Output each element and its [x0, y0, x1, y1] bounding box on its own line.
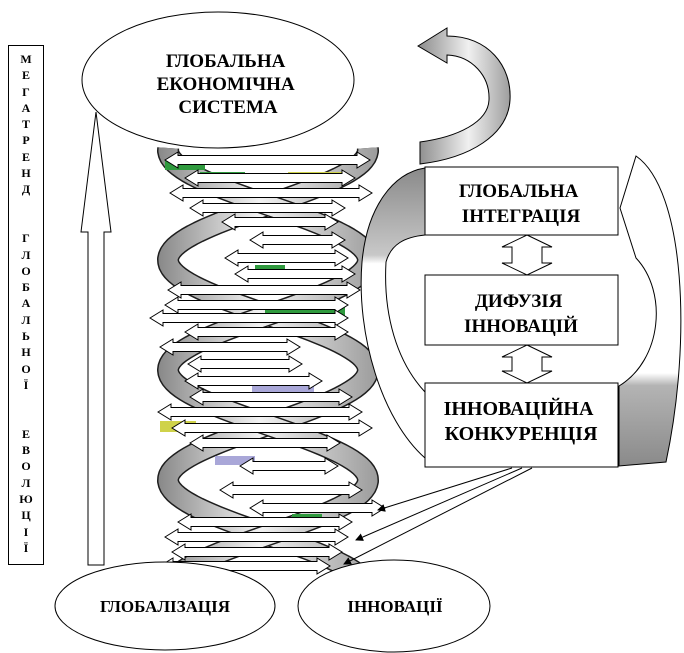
helix-double-arrow — [184, 169, 356, 187]
helix-double-arrow — [149, 309, 349, 327]
global-economic-system-node: ГЛОБАЛЬНА ЕКОНОМІЧНА СИСТЕМА — [81, 11, 355, 149]
helix-rungs — [149, 151, 386, 575]
helix-patch-lavender — [215, 456, 255, 465]
connector-arrow — [343, 467, 533, 565]
innovations-node: ІННОВАЦІЇ — [297, 559, 491, 653]
helix-double-arrow — [164, 528, 349, 546]
bottom-ellipse-right — [297, 559, 491, 653]
box-frame — [424, 382, 619, 468]
left-cycle-arrow — [360, 167, 426, 460]
helix-double-arrow — [159, 338, 301, 356]
megatrend-letter: О — [21, 459, 31, 474]
box-label-line: ДИФУЗІЯ — [475, 291, 563, 312]
helix-double-arrow — [239, 457, 339, 475]
helix-double-arrow — [169, 184, 373, 202]
megatrend-word-gap — [9, 393, 43, 426]
top-ellipse-line: ГЛОБАЛЬНА — [166, 51, 286, 72]
globalization-node: ГЛОБАЛІЗАЦІЯ — [54, 561, 276, 651]
megatrend-letter: О — [21, 263, 31, 278]
megatrend-letter: Р — [22, 133, 30, 148]
helix-double-arrow — [177, 513, 353, 531]
return-curved-arrow — [417, 27, 511, 165]
megatrend-letter: Е — [21, 426, 30, 441]
helix-double-arrow — [184, 323, 349, 341]
megatrend-letter: І — [23, 524, 29, 539]
box-frame — [424, 274, 619, 346]
helix-double-arrow — [249, 231, 346, 249]
global-integration-box: ГЛОБАЛЬНА ІНТЕГРАЦІЯ — [424, 166, 619, 236]
globalization-label: ГЛОБАЛІЗАЦІЯ — [100, 597, 230, 616]
megatrend-letter: Г — [22, 84, 30, 99]
box-label-line: ГЛОБАЛЬНА — [459, 181, 579, 202]
megatrend-letter: Н — [21, 166, 31, 181]
helix-double-arrow — [219, 481, 363, 499]
helix-double-arrow — [171, 543, 343, 561]
helix-double-arrow — [187, 355, 303, 373]
helix-double-arrow — [189, 388, 353, 406]
megatrend-letter: Ь — [22, 329, 30, 344]
double-arrow-integration-diffusion — [501, 234, 553, 276]
box-frame — [424, 166, 619, 236]
megatrend-letter: М — [20, 52, 32, 66]
helix-double-arrow — [167, 281, 361, 299]
helix-double-arrow — [189, 199, 346, 217]
megatrend-letter: Ю — [19, 492, 33, 507]
megatrend-letter: А — [21, 296, 31, 311]
helix-double-arrow — [189, 434, 341, 452]
megatrend-letter: Л — [21, 475, 31, 490]
megatrend-letter: Б — [22, 280, 30, 295]
megatrend-letter: Ї — [23, 540, 29, 555]
helix-double-arrow — [171, 419, 373, 437]
box-label: ДИФУЗІЯ ІННОВАЦІЙ — [464, 291, 578, 337]
helix-double-arrow — [164, 296, 349, 314]
double-arrow-diffusion-competition — [501, 344, 553, 384]
innovation-competition-box: ІННОВАЦІЙНА КОНКУРЕНЦІЯ — [424, 382, 619, 468]
megatrend-letter: Т — [21, 117, 30, 132]
upward-hollow-arrow — [80, 111, 112, 566]
box-label-line: КОНКУРЕНЦІЯ — [445, 423, 598, 445]
megatrend-word-gap — [9, 198, 43, 231]
helix-double-arrow — [224, 249, 349, 267]
bottom-ellipse-left — [54, 561, 276, 651]
helix-double-arrow — [157, 403, 363, 421]
top-ellipse-label: ГЛОБАЛЬНА ЕКОНОМІЧНА СИСТЕМА — [157, 51, 300, 118]
helix-double-arrow — [234, 265, 356, 283]
helix-double-arrow — [221, 213, 339, 231]
top-ellipse-line: ЕКОНОМІЧНА — [157, 74, 295, 95]
helix-double-arrow — [164, 151, 371, 169]
box-label: ІННОВАЦІЙНА КОНКУРЕНЦІЯ — [444, 397, 599, 445]
megatrend-letter: Ї — [23, 377, 29, 392]
megatrend-letter: В — [21, 443, 30, 458]
helix-double-arrow — [184, 372, 323, 390]
megatrend-letter: Е — [21, 149, 30, 164]
megatrend-letter: О — [21, 361, 31, 376]
megatrend-letter: Ц — [21, 508, 31, 523]
megatrend-letter: А — [21, 100, 31, 115]
connector-arrow — [377, 467, 513, 512]
megatrend-letter: Л — [21, 247, 31, 262]
megatrend-letter: Е — [21, 68, 30, 83]
top-ellipse-line: СИСТЕМА — [178, 97, 278, 118]
right-cycle-arrow — [618, 155, 682, 467]
box-label-line: ІНТЕГРАЦІЯ — [462, 206, 581, 227]
box-label-line: ІННОВАЦІЙ — [464, 315, 578, 337]
megatrend-letter: Д — [21, 182, 31, 197]
top-ellipse — [81, 11, 355, 149]
megatrend-letter: Л — [21, 312, 31, 327]
connector-arrow — [355, 467, 523, 541]
box-label-line: ІННОВАЦІЙНА — [444, 397, 594, 420]
megatrend-letter: Г — [22, 231, 30, 246]
megatrend-letter: Н — [21, 345, 31, 360]
helix-patch-green — [265, 307, 345, 316]
innovation-diffusion-box: ДИФУЗІЯ ІННОВАЦІЙ — [424, 274, 619, 346]
box-label: ГЛОБАЛЬНА ІНТЕГРАЦІЯ — [459, 181, 583, 227]
innovations-label: ІННОВАЦІЇ — [347, 597, 443, 616]
